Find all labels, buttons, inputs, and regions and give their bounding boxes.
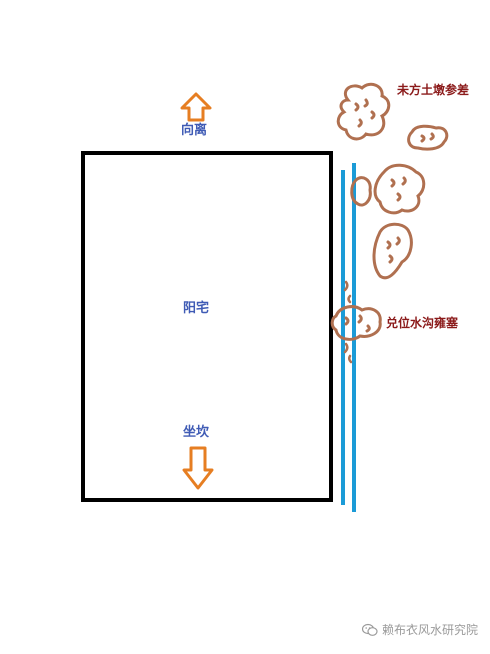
wechat-icon: [361, 623, 378, 636]
house-label: 阳宅: [183, 301, 210, 316]
mound-5-icon: [372, 222, 413, 280]
mound-2-icon: [407, 124, 449, 151]
facing-label: 向离: [181, 123, 208, 138]
house-outline: [81, 151, 333, 502]
up-arrow-icon: [180, 92, 212, 122]
mound-6-icon: [330, 305, 382, 341]
down-arrow-icon: [182, 446, 214, 490]
uneven-mounds-label: 未方土墩参差: [397, 83, 470, 97]
watermark-text: 赖布衣风水研究院: [381, 623, 478, 637]
ditch-blocked-label: 兑位水沟雍塞: [386, 316, 459, 330]
debris-marks-icon: [343, 280, 353, 364]
mound-3-icon: [350, 176, 372, 207]
sitting-label: 坐坎: [183, 425, 210, 440]
mound-4-icon: [373, 163, 426, 215]
mound-1-icon: [336, 82, 391, 141]
watermark: 赖布衣风水研究院: [361, 621, 478, 638]
